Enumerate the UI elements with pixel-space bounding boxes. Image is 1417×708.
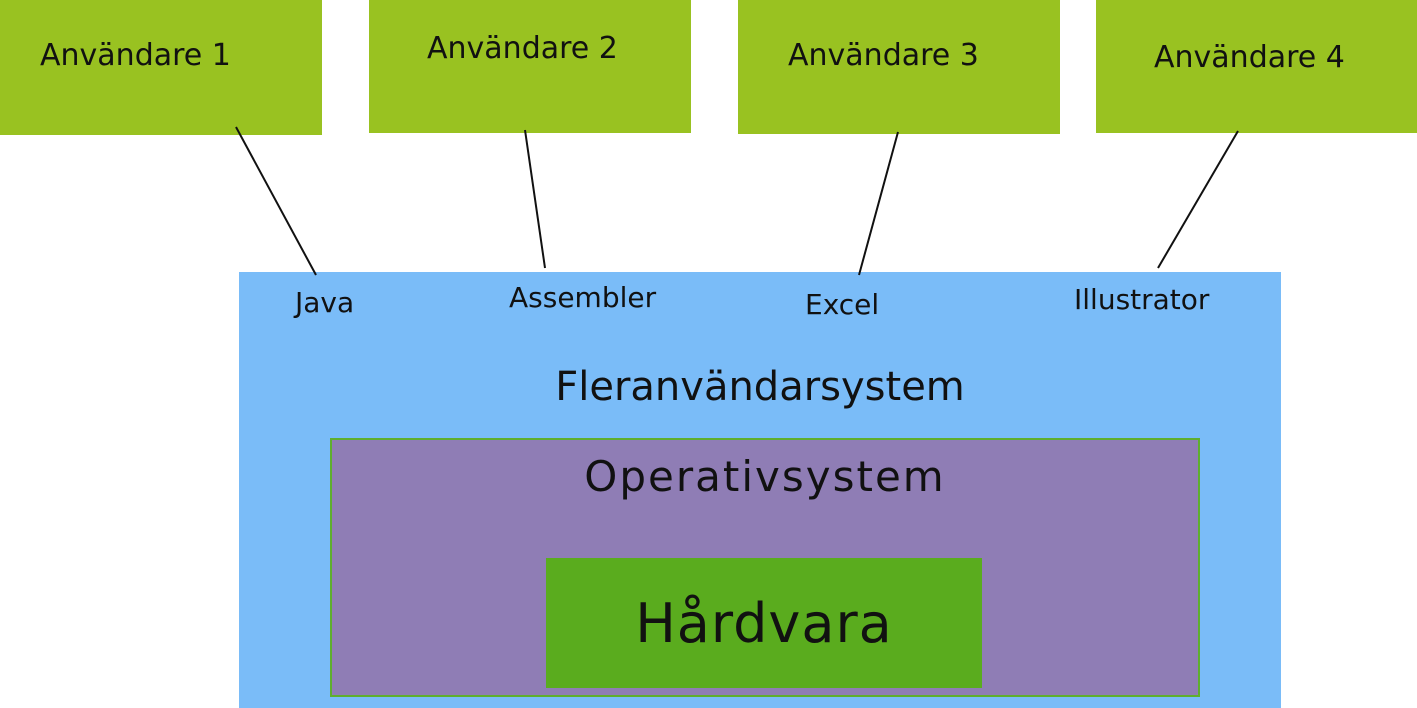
user-box-4: Användare 4 bbox=[1096, 0, 1417, 133]
user-label-3: Användare 3 bbox=[788, 38, 979, 73]
application-label-java: Java bbox=[295, 286, 355, 319]
connector-user2-assembler bbox=[524, 129, 546, 269]
connector-user3-excel bbox=[858, 131, 899, 276]
hardware-title: Hårdvara bbox=[635, 592, 893, 655]
user-label-4: Användare 4 bbox=[1154, 40, 1345, 75]
application-label-illustrator: Illustrator bbox=[1074, 283, 1210, 316]
application-label-excel: Excel bbox=[805, 288, 880, 321]
connector-user4-illustrator bbox=[1157, 130, 1239, 269]
application-label-assembler: Assembler bbox=[509, 281, 657, 314]
user-box-3: Användare 3 bbox=[738, 0, 1060, 134]
user-label-2: Användare 2 bbox=[427, 31, 618, 66]
user-label-1: Användare 1 bbox=[40, 38, 231, 73]
hardware-box: Hårdvara bbox=[546, 558, 982, 688]
user-box-1: Användare 1 bbox=[0, 0, 322, 135]
user-box-2: Användare 2 bbox=[369, 0, 691, 133]
operating-system-title: Operativsystem bbox=[584, 452, 946, 501]
multiuser-system-title: Fleranvändarsystem bbox=[555, 364, 965, 410]
connector-user1-java bbox=[235, 126, 317, 276]
